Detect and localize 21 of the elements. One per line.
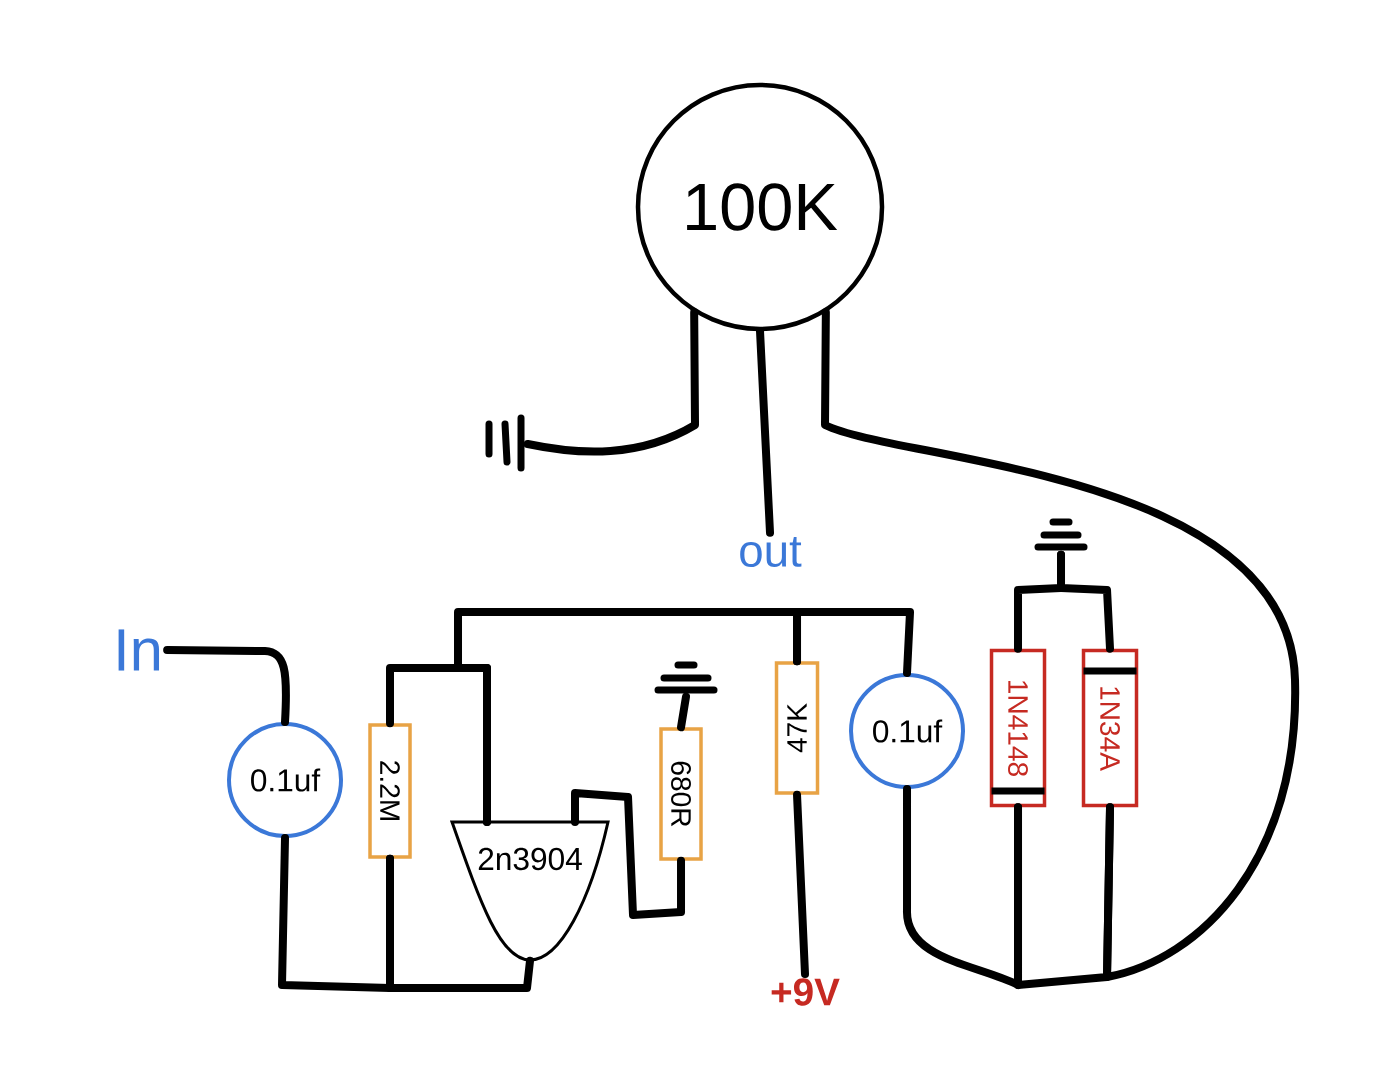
terminal-label: In <box>118 629 160 671</box>
wire <box>1057 550 1114 653</box>
resistor-box: 680R <box>659 727 703 861</box>
wire <box>677 692 690 732</box>
terminal-label: out <box>740 537 802 567</box>
ground-symbol <box>485 414 525 472</box>
diode-box: 1N34A <box>1081 648 1139 808</box>
resistor-box: 47K <box>774 661 820 795</box>
ground-symbol <box>1034 518 1088 551</box>
wire <box>571 789 685 919</box>
terminal-label: +9V <box>771 978 840 1006</box>
wire <box>821 308 1299 981</box>
ground-symbol <box>654 661 718 694</box>
wire <box>386 854 534 992</box>
wire <box>903 785 1022 989</box>
wire <box>523 308 699 456</box>
resistor-box: 2.2M <box>368 723 412 859</box>
wire <box>163 646 290 726</box>
wire <box>793 790 809 979</box>
wire <box>793 608 914 677</box>
diode-box: 1N4148 <box>989 648 1047 808</box>
